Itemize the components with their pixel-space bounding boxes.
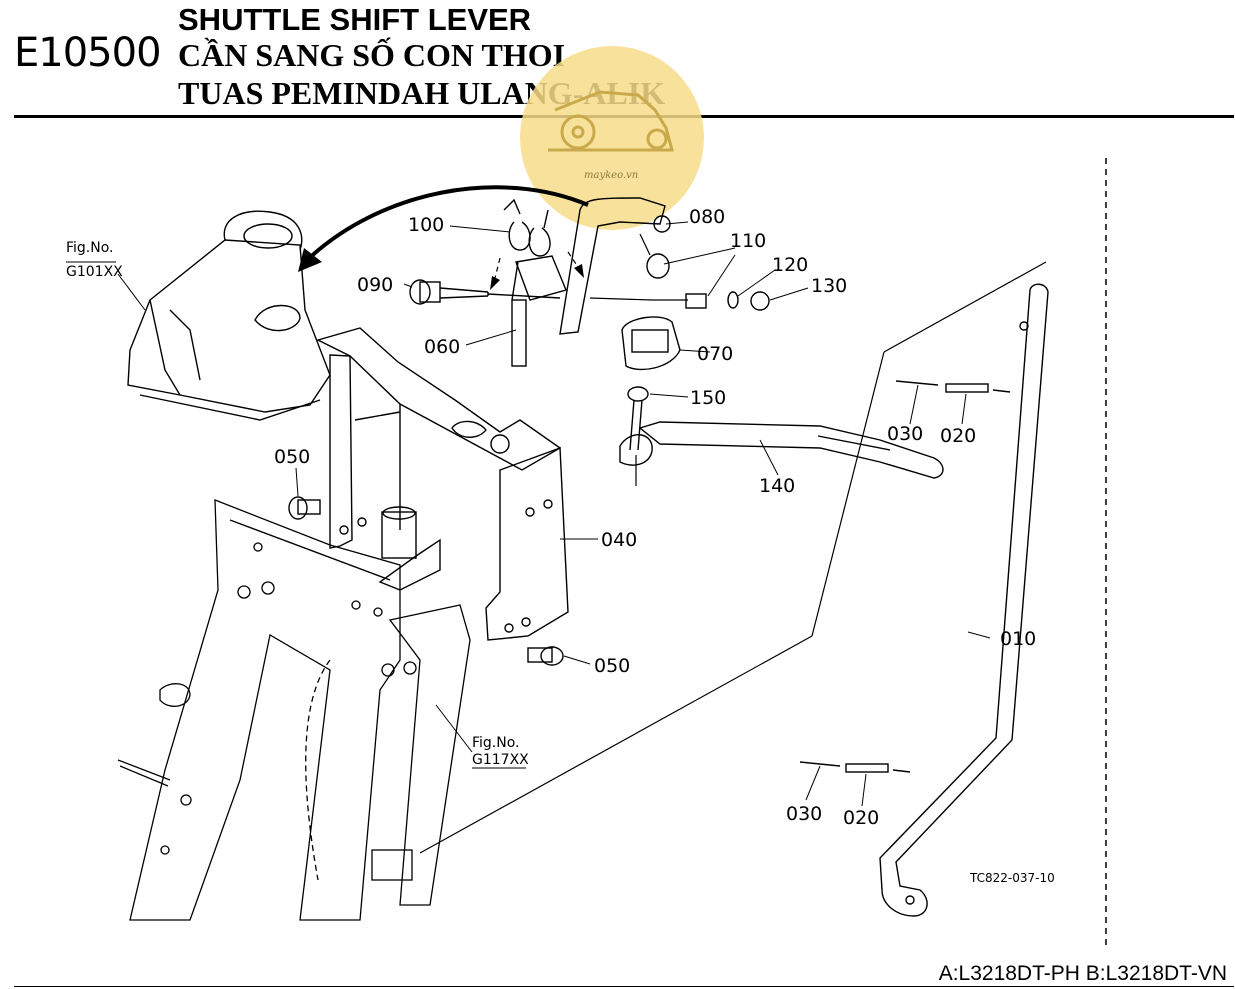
shift-lever — [559, 197, 666, 335]
pin-030-lower — [799, 761, 841, 767]
watermark-text: maykeo.vn — [584, 170, 638, 181]
tractor-icon — [548, 90, 674, 152]
shaft — [511, 299, 527, 367]
lever-block — [515, 255, 567, 301]
bolt-050-upper — [288, 496, 321, 520]
model-footer: A:L3218DT-PH B:L3218DT-VN — [938, 962, 1227, 985]
fig-ref-code-1: G101XX — [66, 264, 123, 280]
bracket — [316, 327, 569, 641]
cover-assembly — [127, 210, 331, 421]
rod-010 — [879, 283, 1049, 917]
label-120: 120 — [772, 254, 808, 276]
collar — [646, 253, 670, 279]
label-110: 110 — [730, 230, 766, 252]
label-090: 090 — [357, 274, 393, 296]
nut-130 — [750, 291, 770, 311]
label-080: 080 — [689, 206, 725, 228]
label-020-lower: 020 — [843, 807, 879, 829]
label-060: 060 — [424, 336, 460, 358]
washer-120 — [727, 291, 739, 309]
label-140: 140 — [759, 475, 795, 497]
drawing-code: TC822-037-10 — [969, 871, 1055, 885]
fig-ref-code-2: G117XX — [472, 752, 529, 768]
label-130: 130 — [811, 275, 847, 297]
section-code: E10500 — [14, 30, 162, 76]
rod-140 — [619, 421, 944, 479]
shift-knob — [621, 316, 681, 371]
label-010: 010 — [1000, 628, 1036, 650]
title-english: SHUTTLE SHIFT LEVER — [178, 2, 532, 37]
label-020-upper: 020 — [940, 425, 976, 447]
spacer-110 — [685, 293, 707, 309]
label-070: 070 — [697, 343, 733, 365]
pin-030-upper — [895, 380, 939, 386]
label-100: 100 — [408, 214, 444, 236]
label-030-upper: 030 — [887, 423, 923, 445]
fig-ref-label-1: Fig.No. — [66, 240, 114, 256]
bolt-050-lower — [527, 646, 564, 666]
frame-assembly — [117, 499, 471, 921]
label-040: 040 — [601, 529, 637, 551]
label-030-lower: 030 — [786, 803, 822, 825]
watermark: maykeo.vn — [520, 46, 704, 230]
label-150: 150 — [690, 387, 726, 409]
pin-020-upper — [945, 383, 989, 393]
fig-ref-label-2: Fig.No. — [472, 735, 520, 751]
pin-020-lower — [845, 763, 889, 773]
title-vietnamese: CẦN SANG SỐ CON THOI — [178, 37, 566, 73]
label-050-lower: 050 — [594, 655, 630, 677]
spring — [503, 198, 551, 257]
bolt-150 — [627, 386, 649, 402]
bolt — [409, 279, 561, 305]
label-050-upper: 050 — [274, 446, 310, 468]
footer-rule — [14, 986, 1234, 987]
